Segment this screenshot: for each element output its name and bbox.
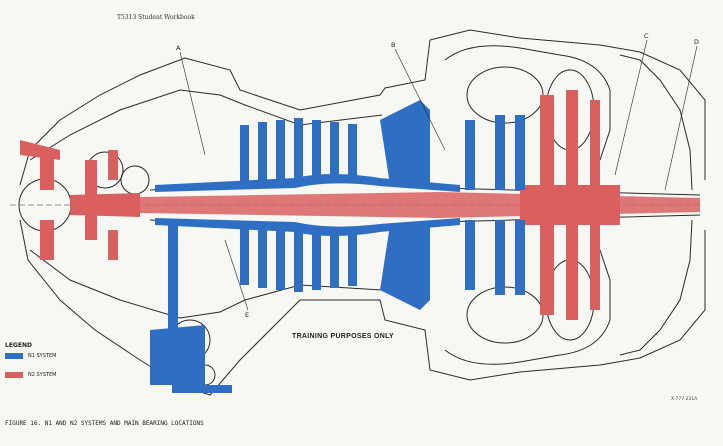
- callout-c: C: [644, 32, 649, 40]
- callout-a: A: [176, 44, 181, 52]
- legend-label-n1: N1 SYSTEM: [28, 353, 57, 359]
- n2-system: [20, 90, 700, 320]
- drawing-number: X-777-231A: [671, 397, 698, 402]
- legend-swatch-n2: [5, 372, 23, 378]
- legend-label-n2: N2 SYSTEM: [28, 372, 57, 378]
- n1-system: [150, 100, 525, 393]
- legend-swatch-n1: [5, 353, 23, 359]
- callout-leaders: [179, 39, 698, 311]
- workbook-header: T5313 Student Workbook: [117, 14, 195, 21]
- callout-b: B: [391, 41, 396, 49]
- figure-caption: FIGURE 16. N1 AND N2 SYSTEMS AND MAIN BE…: [5, 420, 204, 427]
- training-watermark: TRAINING PURPOSES ONLY: [292, 333, 395, 340]
- legend-title: LEGEND: [5, 342, 32, 349]
- callout-d: D: [694, 38, 700, 46]
- callout-e: E: [245, 311, 250, 319]
